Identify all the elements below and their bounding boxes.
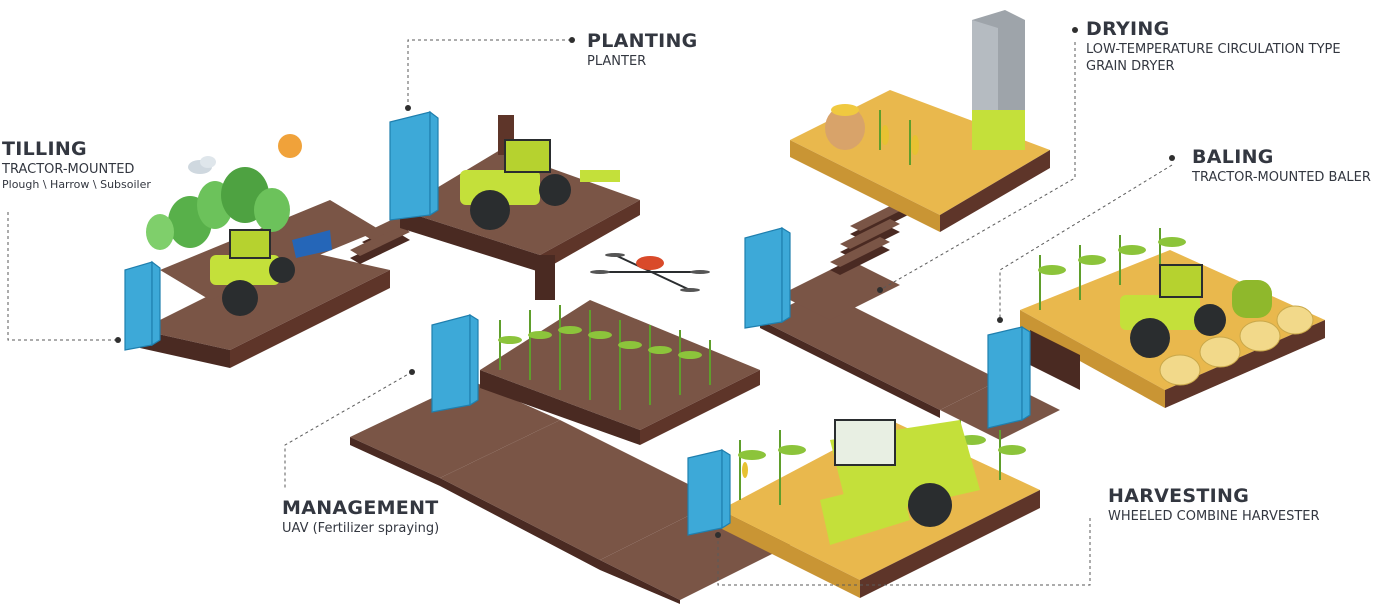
- stage-title: HARVESTING: [1108, 485, 1250, 507]
- sun-icon: [278, 134, 302, 158]
- stage-subtitle: TRACTOR-MOUNTED BALER: [1192, 170, 1371, 185]
- connector-lines: [7, 27, 1175, 586]
- stairs-drying: [830, 201, 910, 275]
- stage-title: TILLING: [2, 138, 87, 160]
- stage-subtitle-line1: LOW-TEMPERATURE CIRCULATION TYPE: [1086, 42, 1341, 57]
- baler-icon: [1120, 264, 1272, 358]
- number-block-5: [987, 325, 1031, 429]
- corn-plant-icon: [1038, 228, 1186, 310]
- platform-harvesting: [687, 419, 1040, 598]
- platform-baling: [987, 228, 1325, 429]
- label-tilling: TILLING TRACTOR-MOUNTED Plough \ Harrow …: [2, 137, 151, 192]
- number-block-3: [431, 313, 479, 413]
- corn-plant-icon: [879, 110, 919, 165]
- stage-title: DRYING: [1086, 18, 1170, 40]
- platform-planting: [389, 110, 640, 300]
- number-block-1: [124, 260, 161, 351]
- stage-detail: Plough \ Harrow \ Subsoiler: [2, 178, 151, 191]
- number-block-6: [744, 226, 791, 329]
- label-planting: PLANTING PLANTER: [587, 29, 698, 70]
- grain-sack-icon: [825, 104, 865, 150]
- stage-subtitle-line2: GRAIN DRYER: [1086, 59, 1175, 74]
- tractor-icon: [460, 139, 620, 230]
- stage-subtitle: TRACTOR-MOUNTED: [2, 162, 135, 177]
- number-block-2: [389, 110, 439, 221]
- platform-tilling: [124, 134, 422, 368]
- hay-bale-icon: [1159, 305, 1314, 386]
- platform-management: [431, 253, 760, 445]
- stage-subtitle: UAV (Fertilizer spraying): [282, 521, 440, 536]
- tractor-icon: [210, 229, 332, 316]
- stage-subtitle: PLANTER: [587, 54, 647, 69]
- label-drying: DRYING LOW-TEMPERATURE CIRCULATION TYPE …: [1086, 17, 1341, 75]
- tree-icon: [146, 167, 290, 250]
- combine-harvester-icon: [820, 419, 980, 545]
- label-baling: BALING TRACTOR-MOUNTED BALER: [1192, 145, 1371, 186]
- platform-drying: [744, 10, 1050, 329]
- corn-plant-icon: [498, 305, 711, 410]
- stage-title: PLANTING: [587, 30, 698, 52]
- stage-title: BALING: [1192, 146, 1274, 168]
- label-harvesting: HARVESTING WHEELED COMBINE HARVESTER: [1108, 484, 1320, 525]
- stage-subtitle: WHEELED COMBINE HARVESTER: [1108, 509, 1320, 524]
- number-block-4: [687, 448, 731, 536]
- drone-icon: [590, 253, 710, 292]
- grain-dryer-icon: [972, 10, 1025, 150]
- cloud-icon: [188, 156, 216, 174]
- label-management: MANAGEMENT UAV (Fertilizer spraying): [282, 496, 439, 537]
- stage-title: MANAGEMENT: [282, 497, 439, 519]
